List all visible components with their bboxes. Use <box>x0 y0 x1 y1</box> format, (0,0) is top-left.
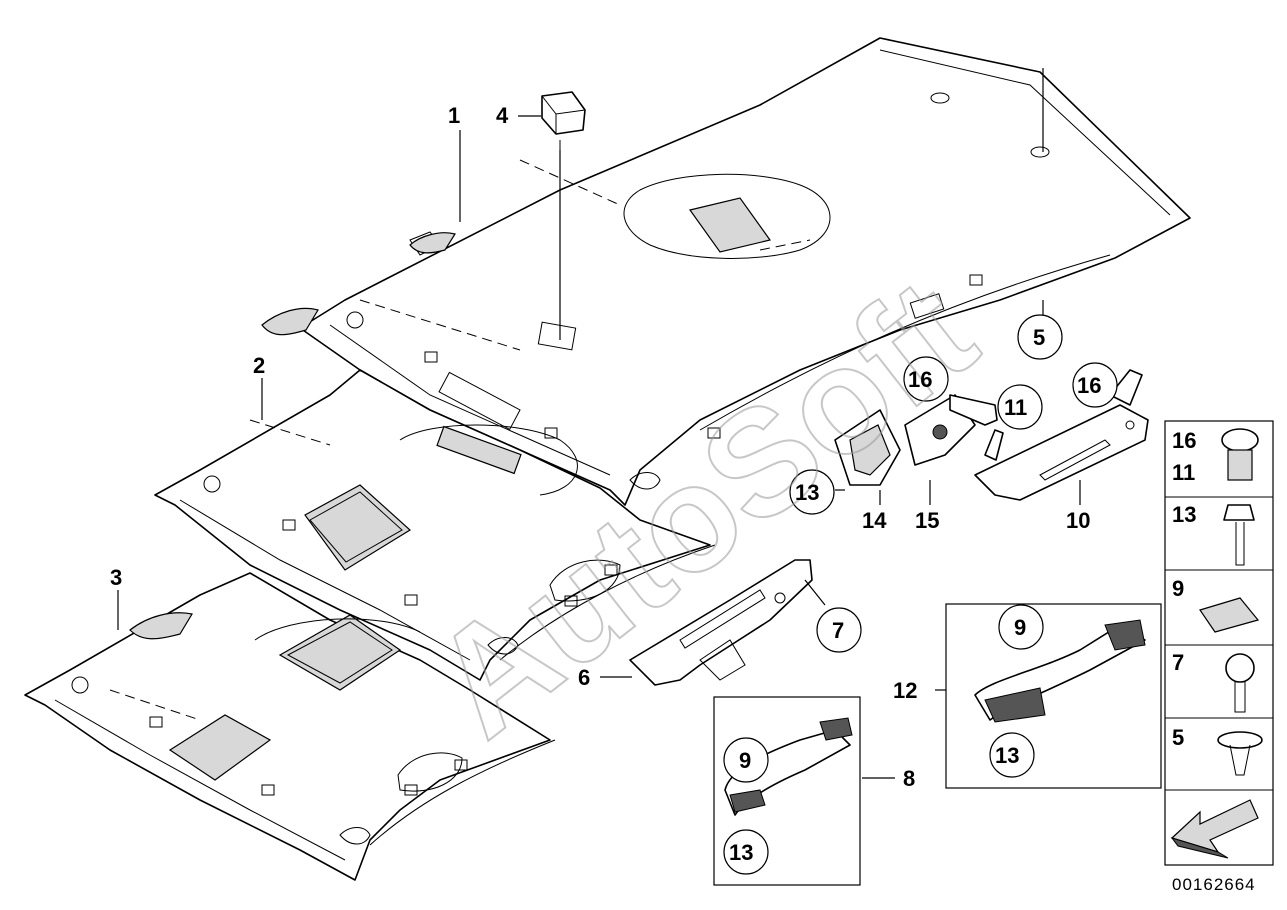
side-label-13: 13 <box>1172 502 1196 527</box>
label-part-13a: 13 <box>795 480 819 505</box>
label-part-1: 1 <box>448 103 460 128</box>
fastener-legend-panel <box>1164 420 1274 866</box>
label-part-6: 6 <box>578 665 590 690</box>
label-part-14: 14 <box>862 508 887 533</box>
bracket-parts-14-15 <box>834 394 998 486</box>
box-part-12 <box>945 603 1162 789</box>
side-label-16: 16 <box>1172 428 1196 453</box>
label-part-9b: 9 <box>1014 615 1026 640</box>
headliner-3 <box>24 572 556 881</box>
label-part-5: 5 <box>1033 325 1045 350</box>
label-part-7: 7 <box>832 618 844 643</box>
label-part-16a: 16 <box>908 367 932 392</box>
label-part-2: 2 <box>253 353 265 378</box>
label-part-12: 12 <box>893 678 917 703</box>
side-panel-labels: 16 11 13 9 7 5 <box>1172 428 1196 750</box>
label-part-13b: 13 <box>729 840 753 865</box>
direction-arrow-icon <box>1170 799 1259 854</box>
label-part-3: 3 <box>110 565 122 590</box>
handle-bracket-part-6 <box>629 559 813 686</box>
leader-lines <box>117 68 1081 779</box>
label-part-13c: 13 <box>995 743 1019 768</box>
label-part-15: 15 <box>915 508 939 533</box>
side-label-11: 11 <box>1172 460 1195 485</box>
side-label-9: 9 <box>1172 576 1184 601</box>
label-part-16b: 16 <box>1077 373 1101 398</box>
clip-part-4 <box>518 91 586 340</box>
side-label-5: 5 <box>1172 725 1184 750</box>
bracket-part-10 <box>974 369 1149 501</box>
part-labels: 1 4 2 3 5 16 16 11 13 14 15 10 7 6 9 13 … <box>110 103 1101 865</box>
side-label-7: 7 <box>1172 650 1184 675</box>
callout-circles <box>723 314 1118 875</box>
drawing-code: 00162664 <box>1172 875 1256 894</box>
label-part-9a: 9 <box>739 748 751 773</box>
label-part-11: 11 <box>1004 395 1027 420</box>
label-part-8: 8 <box>903 766 915 791</box>
headliner-1 <box>299 37 1191 506</box>
label-part-10: 10 <box>1066 508 1090 533</box>
headliner-2 <box>154 307 716 681</box>
label-part-4: 4 <box>496 103 509 128</box>
